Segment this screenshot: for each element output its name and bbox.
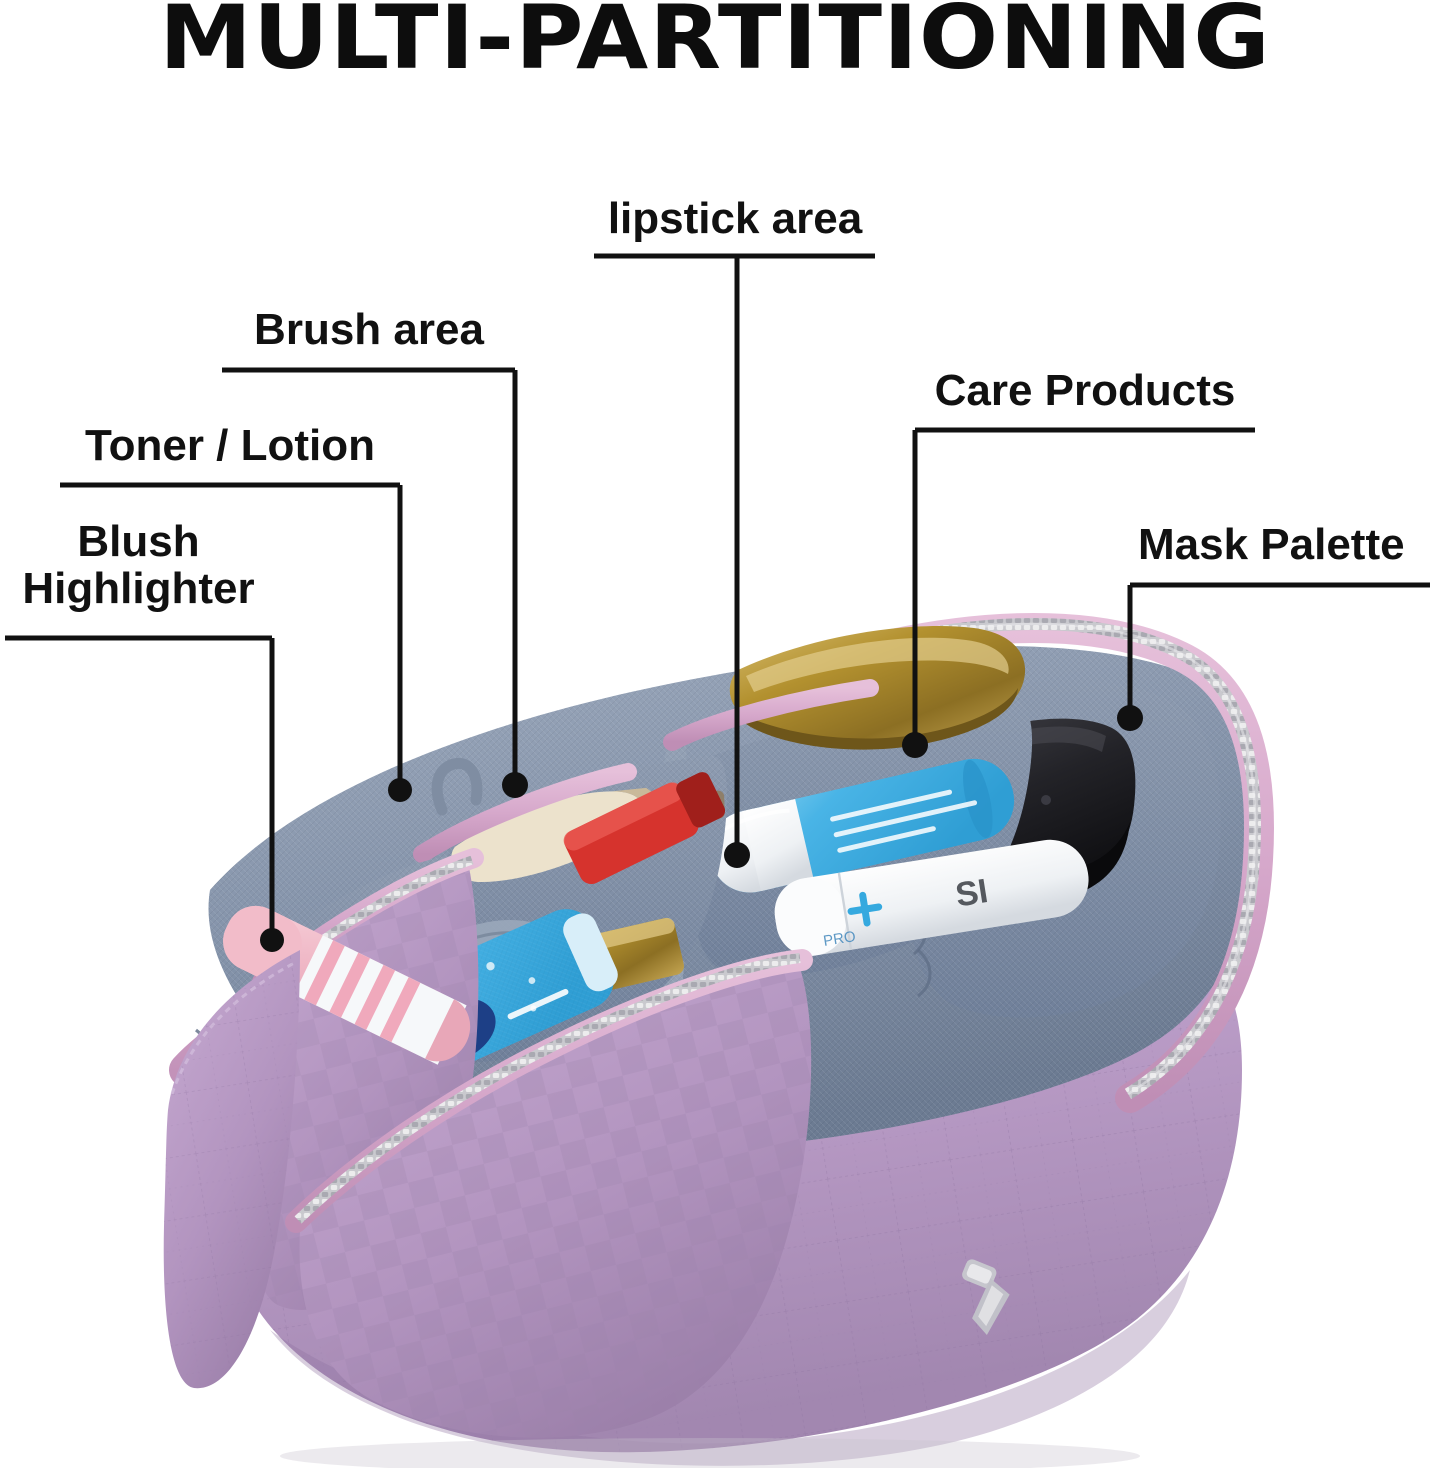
callout-label-brush-area: Brush area bbox=[254, 305, 484, 354]
callout-label-care-products: Care Products bbox=[934, 366, 1236, 415]
bag-center-flap bbox=[285, 949, 813, 1438]
compartment-care-products: SI PRO bbox=[693, 625, 1089, 979]
bag-right-rim bbox=[835, 613, 1274, 1113]
bag-illustration: SI PRO bbox=[163, 613, 1274, 1468]
svg-text:SI: SI bbox=[953, 872, 991, 915]
blue-spray-bottle bbox=[709, 758, 1015, 893]
callout-label-mask-palette: Mask Palette bbox=[1138, 520, 1405, 569]
white-care-bottle: SI PRO bbox=[774, 839, 1089, 956]
callout-label-blush-highlighter: Blush Highlighter bbox=[22, 517, 255, 613]
page-title: MULTI-PARTITIONING bbox=[159, 0, 1271, 89]
callout-label-toner-lotion: Toner / Lotion bbox=[84, 421, 376, 470]
svg-text:PRO: PRO bbox=[822, 928, 857, 950]
red-lipstick bbox=[563, 772, 726, 885]
callout-label-lipstick-area: lipstick area bbox=[607, 194, 863, 243]
zipper-pull-bottom-right bbox=[962, 1259, 1010, 1336]
bag-front-lid bbox=[163, 950, 300, 1389]
product-photo: SI PRO bbox=[150, 470, 1280, 1468]
